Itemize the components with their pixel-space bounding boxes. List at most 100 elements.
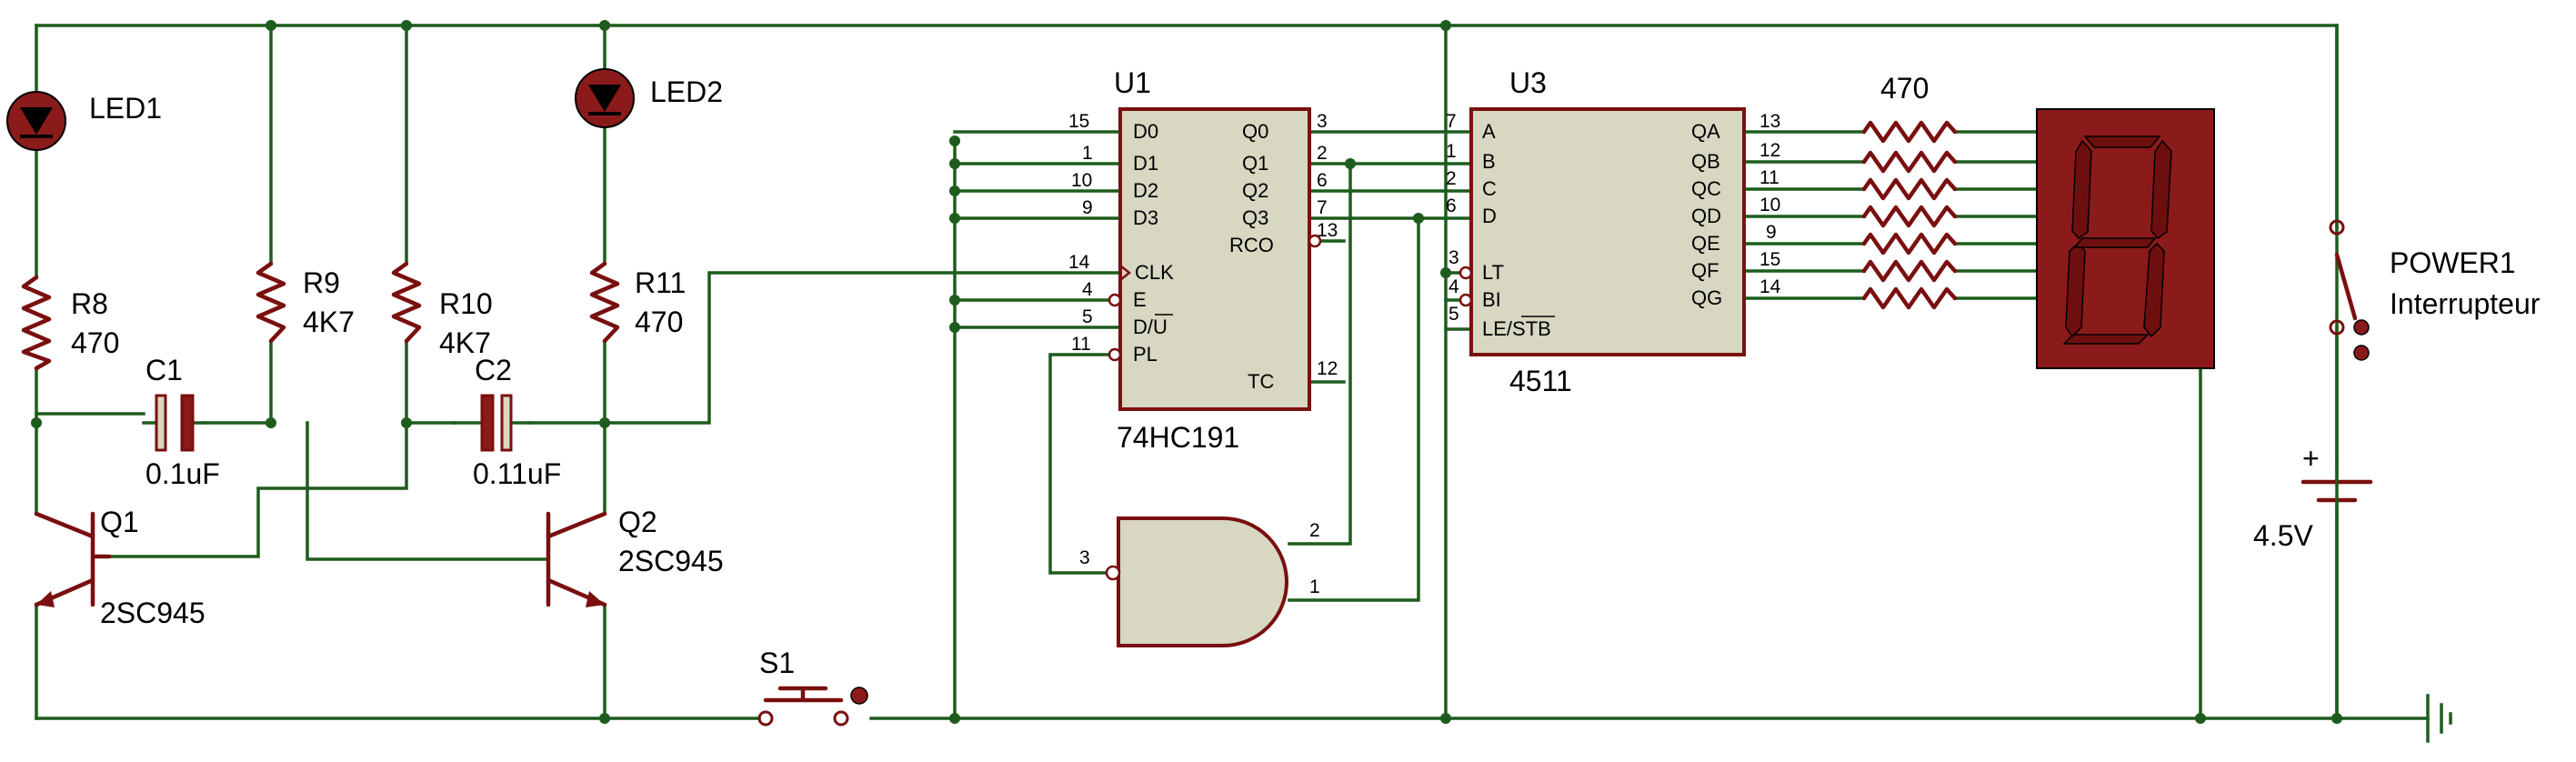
u3-pin-le: LE/STB	[1482, 317, 1551, 340]
power1-ref: POWER1	[2390, 246, 2516, 279]
u1-pinnum-15: 15	[1068, 111, 1089, 132]
u1-pin-pl: PL	[1133, 343, 1158, 366]
resistor-array: 470	[1861, 72, 1958, 310]
u1-pin-q2: Q2	[1242, 179, 1268, 202]
u3-pin-a: A	[1482, 120, 1496, 143]
u1-pin-d1: D1	[1133, 152, 1158, 175]
u1-pin-e: E	[1133, 288, 1147, 311]
q2-value: 2SC945	[618, 545, 724, 577]
battery-plus: +	[2302, 442, 2320, 475]
q2-ref: Q2	[618, 506, 657, 538]
u1-pinnum-11: 11	[1071, 334, 1091, 355]
wires	[35, 24, 2452, 743]
u1-pinnum-7: 7	[1317, 197, 1328, 218]
u1-pin-rco: RCO	[1229, 234, 1274, 256]
chip-u3: U3 4511 A B C D LT BI LE/STB 7 1 2 6 3 4…	[1446, 66, 1781, 397]
r10-ref: R10	[439, 287, 493, 320]
resistor-r9: R9 4K7	[256, 261, 355, 344]
u3-pinnum-7: 7	[1446, 111, 1457, 132]
power1-name: Interrupteur	[2390, 287, 2541, 320]
u3-pin-c: C	[1482, 177, 1497, 200]
u3-pin-qc: QC	[1691, 177, 1721, 200]
q1-ref: Q1	[100, 506, 139, 538]
nand-pin-1: 1	[1309, 577, 1320, 597]
u1-pin-q1: Q1	[1242, 152, 1268, 175]
q1-value: 2SC945	[100, 597, 205, 629]
s1-label: S1	[759, 647, 795, 679]
transistor-q1: Q1 2SC945	[34, 506, 205, 629]
resistor-r11: R11 470	[589, 261, 686, 344]
nand-pin-2: 2	[1309, 520, 1320, 541]
u1-pinnum-6: 6	[1317, 170, 1328, 191]
u3-pinnum-1: 1	[1446, 141, 1457, 162]
u1-pin-q3: Q3	[1242, 206, 1268, 229]
resistor-r8: R8 470	[21, 275, 119, 371]
u1-pinnum-10: 10	[1071, 170, 1092, 191]
u3-pin-lt: LT	[1482, 261, 1504, 284]
r11-ref: R11	[635, 266, 686, 299]
junction-dots	[31, 20, 2342, 724]
nand-pin-out: 3	[1079, 547, 1090, 568]
r9-value: 4K7	[303, 306, 355, 338]
segment-c	[2143, 242, 2165, 338]
capacitor-c2: C2 0.11uF	[453, 354, 561, 490]
u3-pin-bi: BI	[1482, 288, 1501, 311]
resistor-r10: R10 4K7	[391, 261, 493, 359]
power-switch: POWER1 Interrupteur	[2329, 219, 2541, 361]
u3-pinnum-10: 10	[1759, 195, 1780, 216]
u1-pin-d2: D2	[1133, 179, 1158, 202]
r11-value: 470	[635, 306, 683, 338]
u1-pin-du: D/U	[1133, 316, 1168, 338]
u3-pin-qg: QG	[1691, 286, 1722, 309]
u1-pinnum-4: 4	[1082, 279, 1093, 300]
u1-pinnum-14: 14	[1068, 252, 1090, 273]
led2-label: LED2	[650, 75, 723, 108]
u3-pinnum-9: 9	[1766, 222, 1777, 243]
u1-pinnum-1: 1	[1082, 143, 1093, 164]
r8-value: 470	[71, 326, 119, 359]
u3-pin-qd: QD	[1691, 205, 1721, 227]
u1-pin-tc: TC	[1248, 370, 1274, 393]
u1-pinnum-12: 12	[1317, 358, 1338, 379]
resistor-array-value: 470	[1880, 72, 1929, 105]
r10-value: 4K7	[439, 326, 491, 359]
r8-ref: R8	[71, 287, 108, 320]
led2: LED2	[575, 68, 723, 128]
u3-pin-d: D	[1482, 205, 1497, 227]
u1-pinnum-2: 2	[1317, 143, 1328, 164]
segment-f	[2071, 139, 2092, 240]
segment-g	[2073, 237, 2157, 248]
u3-pinnum-5: 5	[1448, 304, 1459, 325]
pushbutton-s1: S1	[757, 647, 868, 727]
u3-part: 4511	[1509, 365, 1572, 397]
u1-pinnum-9: 9	[1082, 197, 1093, 218]
segment-b	[2150, 139, 2172, 240]
u3-pin-b: B	[1482, 150, 1496, 173]
u1-pin-q0: Q0	[1242, 120, 1268, 143]
capacitor-c1: C1 0.1uF	[142, 354, 220, 490]
u1-part: 74HC191	[1117, 421, 1239, 454]
c2-value: 0.11uF	[473, 457, 561, 490]
u3-pin-qb: QB	[1691, 150, 1720, 173]
transistor-q2: Q2 2SC945	[546, 506, 724, 607]
c2-ref: C2	[475, 354, 512, 386]
segment-d	[2062, 334, 2150, 345]
u1-pinnum-5: 5	[1082, 306, 1093, 327]
u1-ref: U1	[1114, 66, 1151, 99]
u3-pinnum-11: 11	[1759, 167, 1779, 188]
u3-pin-qf: QF	[1691, 259, 1719, 282]
segment-a	[2083, 135, 2161, 148]
led1-label: LED1	[89, 92, 162, 125]
u1-pin-d0: D0	[1133, 120, 1158, 143]
r9-ref: R9	[303, 266, 340, 299]
u3-pin-qe: QE	[1691, 232, 1720, 255]
u3-pinnum-13: 13	[1759, 111, 1780, 132]
u3-pinnum-12: 12	[1759, 140, 1780, 161]
led1: LED1	[6, 91, 162, 151]
u3-ref: U3	[1509, 66, 1547, 99]
u3-pinnum-2: 2	[1446, 168, 1457, 189]
u3-pinnum-3: 3	[1448, 247, 1459, 268]
u3-pinnum-4: 4	[1448, 276, 1459, 297]
battery: + 4.5V	[2253, 442, 2373, 552]
